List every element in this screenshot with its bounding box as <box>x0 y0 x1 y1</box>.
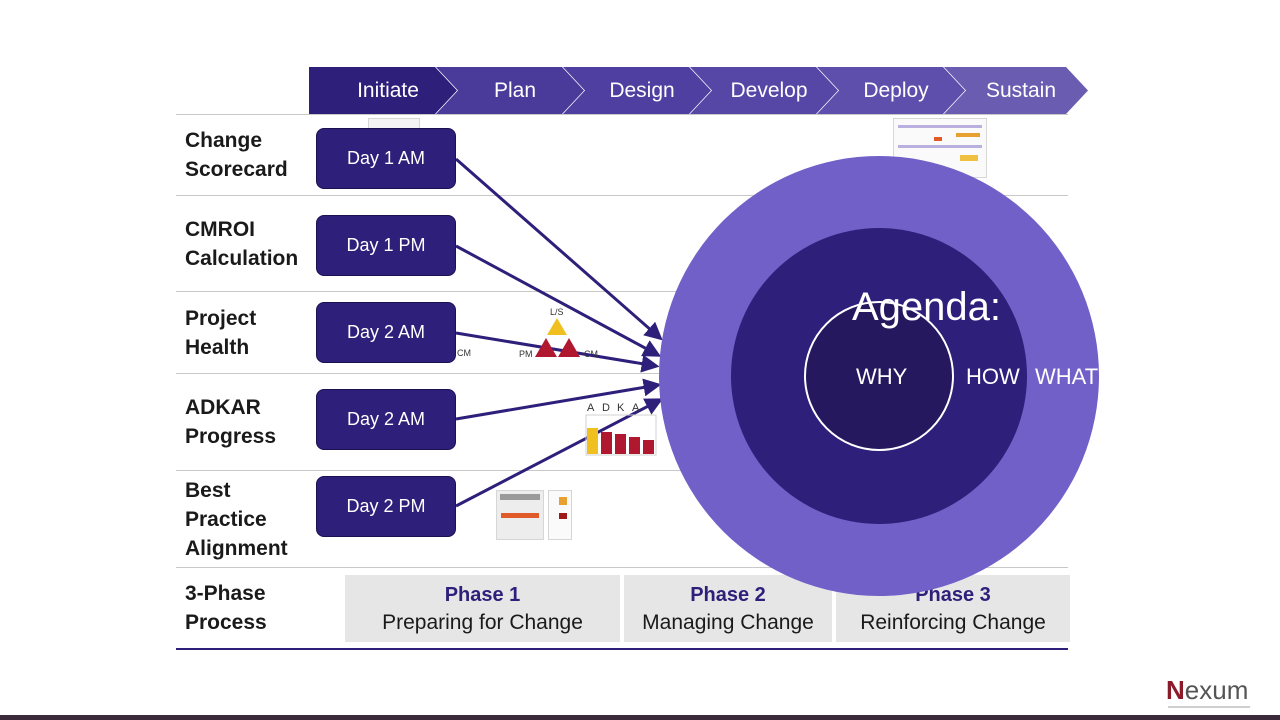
row-label-adkar-progress: ADKAR Progress <box>185 396 277 448</box>
triangle-top <box>547 318 567 335</box>
logo-rest: exum <box>1184 675 1249 705</box>
row-separator <box>176 195 1068 196</box>
row-label-change-scorecard: Change Scorecard <box>185 129 288 181</box>
phase-1-box: Phase 1 Preparing for Change <box>345 575 620 642</box>
stage-deploy: Deploy <box>817 67 965 114</box>
phase-2-box: Phase 2 Managing Change <box>624 575 832 642</box>
agenda-title: Agenda: <box>852 285 1002 329</box>
stage-label: Plan <box>493 78 537 102</box>
adkar-letter: K <box>617 402 625 414</box>
row-label-3-phase-process: 3-Phase Process <box>185 582 267 634</box>
logo-initial: N <box>1166 675 1185 705</box>
row-label-project-health: Project Health <box>185 307 257 359</box>
adkar-letter: D <box>602 402 610 414</box>
triangle-right <box>558 338 580 357</box>
connector-arrow <box>455 331 660 373</box>
thumb-bar <box>934 137 942 141</box>
stage-label: Deploy <box>863 78 929 102</box>
stage-sustain: Sustain <box>944 67 1088 114</box>
connector-arrow <box>455 398 664 508</box>
row-separator <box>176 291 1068 292</box>
connector-arrow <box>455 244 662 357</box>
phase-subtitle: Managing Change <box>642 611 814 634</box>
thumb-bar <box>500 494 540 500</box>
best-practice-thumbnail <box>496 490 544 540</box>
adkar-bar <box>615 434 626 454</box>
phase-title: Phase 2 <box>690 584 766 606</box>
triangle-label-top: L/S <box>550 307 564 317</box>
day-box-adkar-progress: Day 2 AM <box>316 389 456 450</box>
row-label-best-practice-alignment: Best Practice Alignment <box>185 479 288 560</box>
thumb-bar <box>559 497 567 505</box>
phase-subtitle: Reinforcing Change <box>860 611 1046 634</box>
row-label-cmroi-calculation: CMROI Calculation <box>185 218 299 270</box>
day-box-best-practice-alignment: Day 2 PM <box>316 476 456 537</box>
agenda-what-label: WHAT <box>1035 364 1099 389</box>
thumb-bar <box>960 155 978 161</box>
adkar-bar <box>587 428 598 454</box>
stage-design: Design <box>563 67 711 114</box>
row-separator <box>176 114 1068 115</box>
stage-initiate: Initiate <box>309 67 457 114</box>
inner-circle <box>804 301 954 451</box>
thumb-bar <box>898 125 982 128</box>
agenda-why-label: WHY <box>856 364 908 389</box>
connector-arrow <box>455 157 663 341</box>
row-separator <box>176 567 1068 568</box>
thumb-bar <box>501 513 539 518</box>
day-box-change-scorecard: Day 1 AM <box>316 128 456 189</box>
triangle-label-side: CM <box>457 348 471 358</box>
day-box-cmroi-calculation: Day 1 PM <box>316 215 456 276</box>
triangle-label-left: PM <box>519 349 533 359</box>
agenda-how-label: HOW <box>966 364 1020 389</box>
day-box-project-health: Day 2 AM <box>316 302 456 363</box>
adkar-bar <box>601 432 612 454</box>
phase-title: Phase 1 <box>444 584 521 606</box>
stage-label: Sustain <box>985 78 1057 102</box>
triangle-label-right: CM <box>584 349 598 359</box>
bottom-strip <box>0 715 1280 720</box>
stage-develop: Develop <box>690 67 838 114</box>
triangle-left <box>535 338 557 357</box>
adkar-grid <box>585 414 657 456</box>
row-separator <box>176 373 1068 374</box>
thumb-bar <box>898 145 982 148</box>
stage-plan: Plan <box>436 67 584 114</box>
adkar-letter: A <box>587 402 595 414</box>
thumb-bar <box>559 513 567 519</box>
nexum-logo: Nexum <box>1166 675 1248 705</box>
adkar-bar <box>643 440 654 454</box>
phase-title: Phase 3 <box>915 584 991 606</box>
stage-label: Design <box>609 78 675 102</box>
thumb-bar <box>956 133 980 137</box>
stage-label: Initiate <box>357 78 419 102</box>
stage-label: Develop <box>730 78 808 102</box>
adkar-bar <box>629 437 640 454</box>
best-practice-column-thumbnail <box>548 490 572 540</box>
row-separator <box>176 470 1068 471</box>
phase-subtitle: Preparing for Change <box>382 611 583 634</box>
logo-tagline-mark <box>1168 706 1250 708</box>
bottom-rule <box>176 648 1068 650</box>
adkar-letter: A <box>632 402 640 414</box>
connector-arrow <box>455 378 662 421</box>
